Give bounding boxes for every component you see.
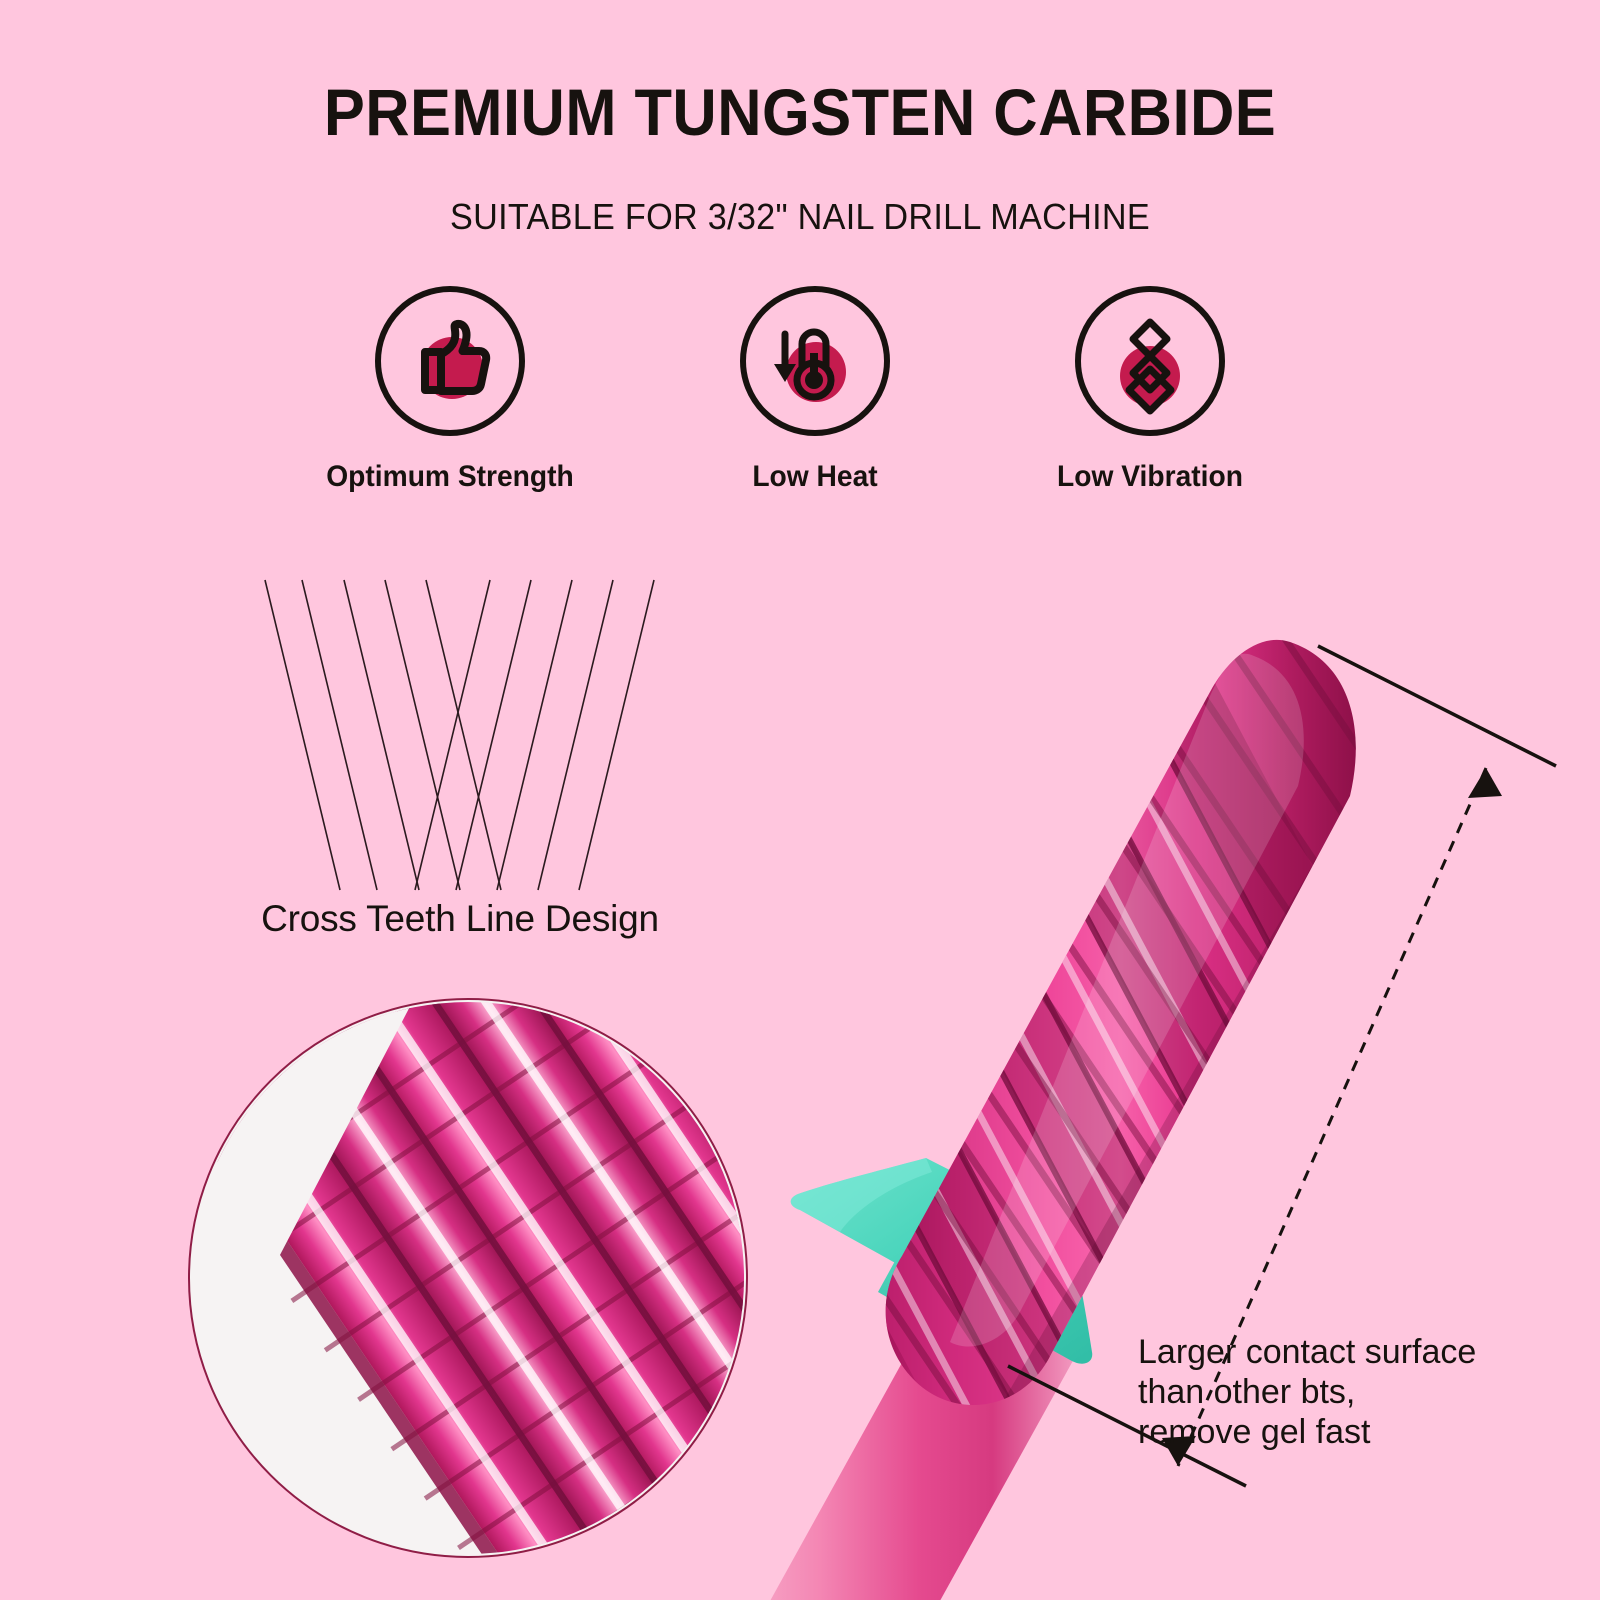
feature-label: Low Heat (752, 460, 878, 493)
product-illustration (770, 639, 1557, 1600)
feature-label: Low Vibration (1057, 460, 1243, 493)
dimension-arrowheads (1162, 768, 1502, 1466)
contact-surface-callout: Larger contact surface than other bts, r… (1138, 1332, 1558, 1452)
teeth-closeup-magnifier (188, 998, 748, 1558)
feature-circle-outline (740, 286, 890, 436)
feature-item-low-vibration: Low Vibration (1000, 286, 1300, 494)
callout-line-3: remove gel fast (1138, 1413, 1371, 1452)
callout-line-1: Larger contact surface (1138, 1333, 1477, 1371)
teeth-closeup-illustration (191, 1001, 745, 1555)
feature-circle-outline (375, 286, 525, 436)
thermometer-down-icon (774, 328, 846, 402)
cross-teeth-label: Cross Teeth Line Design (261, 898, 659, 939)
head-length-dimension (1007, 644, 1557, 1488)
page-title: PREMIUM TUNGSTEN CARBIDE (323, 75, 1277, 149)
feature-list: Optimum Strength Low Heat (300, 286, 1300, 516)
feature-label: Optimum Strength (326, 460, 574, 493)
feature-circle-outline (1075, 286, 1225, 436)
cross-teeth-pattern (264, 579, 655, 891)
callout-line-2: than other bts, (1138, 1373, 1356, 1412)
vibration-diamonds-icon (1120, 318, 1180, 415)
feature-item-optimum-strength: Optimum Strength (300, 286, 600, 494)
feature-item-low-heat: Low Heat (665, 286, 965, 494)
thumbs-up-icon (421, 319, 491, 399)
page-subtitle: SUITABLE FOR 3/32" NAIL DRILL MACHINE (450, 196, 1150, 237)
